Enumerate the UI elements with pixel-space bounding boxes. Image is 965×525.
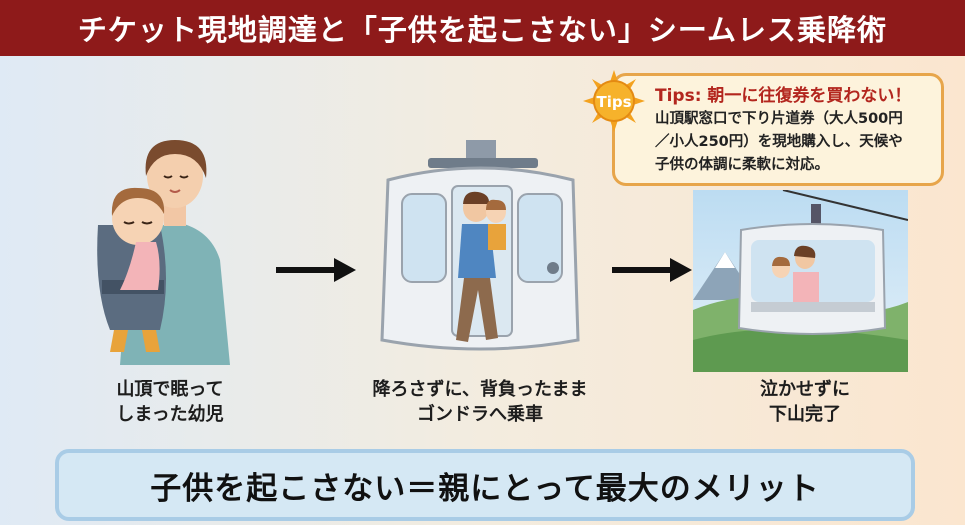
step-caption-3: 泣かせずに 下山完了 (760, 379, 850, 425)
tips-title: Tips: 朝一に往復券を買わない！ (655, 86, 912, 106)
tips-line: 子供の体調に柔軟に対応。 (655, 157, 829, 173)
page-title: チケット現地調達と「子供を起こさない」シームレス乗降術 (77, 13, 888, 47)
scene-gondola-descending (693, 190, 908, 372)
tips-body: 山頂駅窓口で下り片道券（大人500円 ／小人250円）を現地購入し、天候や 子供… (655, 108, 929, 177)
scene-parent-with-sleeping-child (97, 140, 230, 365)
bottom-banner: 子供を起こさない＝親にとって最大のメリット (55, 449, 915, 521)
banner-text: 子供を起こさない＝親にとって最大のメリット (150, 470, 820, 507)
header-bar: チケット現地調達と「子供を起こさない」シームレス乗降術 (0, 0, 965, 56)
tips-line: ／小人250円）を現地購入し、天候や (655, 134, 903, 150)
tips-badge: Tips (596, 93, 631, 111)
tips-line: 山頂駅窓口で下り片道券（大人500円 (655, 111, 903, 127)
step-caption-1: 山頂で眠って しまった幼児 (116, 379, 224, 425)
sun-icon: Tips (583, 70, 645, 132)
scene-boarding-gondola (380, 140, 580, 351)
step-caption-2: 降ろさずに、背負ったまま ゴンドラへ乗車 (372, 379, 588, 425)
arrow-right-icon (276, 258, 356, 282)
arrow-right-icon (612, 258, 692, 282)
tips-callout: Tips: 朝一に往復券を買わない！ 山頂駅窓口で下り片道券（大人500円 ／小… (612, 73, 944, 186)
